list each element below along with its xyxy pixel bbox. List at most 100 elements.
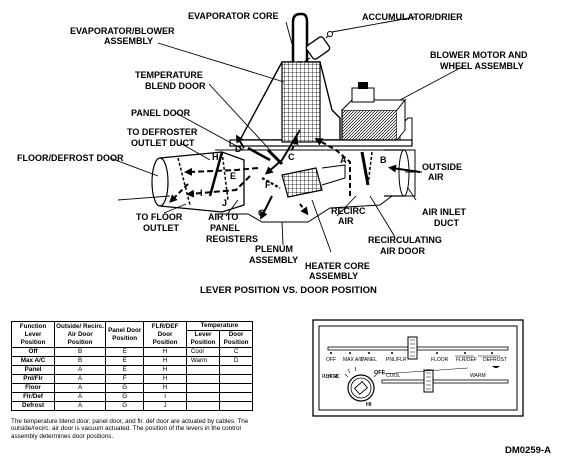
fn-label-defrost: DEFROST [483,357,507,363]
label-outside-air: OUTSIDE [422,162,462,172]
label-recirc-air-2: AIR [338,216,354,226]
cell-door [219,383,253,393]
door-letter-e: E [230,171,236,181]
cell-flrdef: I [143,392,187,402]
cell-function: Pnl/Flr [10,374,56,384]
cell-lever [185,365,221,375]
cell-panel: G [105,401,145,411]
col-header-temperature: Temperature [185,321,254,331]
section-title: LEVER POSITION VS. DOOR POSITION [200,285,377,296]
cell-panel: E [105,347,145,357]
cell-flrdef: J [143,401,187,411]
blower-speed-knob [344,366,378,402]
heater-core [281,164,346,198]
label-to-defroster-2: OUTLET DUCT [131,138,195,148]
cell-door [219,392,253,402]
door-letter-d: D [235,144,242,154]
label-plenum: PLENUM [255,244,293,254]
cell-flrdef: H [143,374,187,384]
label-blower-motor-2: WHEEL ASSEMBLY [440,61,524,71]
cell-panel: G [105,392,145,402]
door-letter-j: J [222,198,227,208]
cell-panel: F [105,374,145,384]
cell-door: C [219,347,253,357]
label-accumulator-drier: ACCUMULATOR/DRIER [362,12,463,22]
cell-door [219,365,253,375]
fn-label-panel: PANEL [361,357,377,363]
function-lever [407,336,418,360]
defrost-icon [492,366,500,368]
cell-outside: A [54,401,107,411]
cell-lever [185,383,221,393]
label-evaporator-blower-2: ASSEMBLY [104,36,153,46]
leader-lines [109,16,463,253]
label-panel-door: PANEL DOOR [131,108,191,118]
knob-label-off: OFF [374,370,386,376]
lever-door-position-table: Function Lever Position Outside/ Recirc.… [10,321,254,411]
label-heater-core-2: ASSEMBLY [309,271,358,281]
accumulator-drier [303,31,333,63]
blower-motor [341,82,407,141]
label-air-to-panel: AIR TO [208,212,238,222]
col-header-function: Function Lever Position [10,321,56,348]
fn-label-max-ac: MAX A/C [343,357,364,363]
knob-label-hi: HI [366,402,372,408]
label-to-floor-outlet: TO FLOOR [136,212,183,222]
label-recirc-air: RECIRC [331,206,366,216]
component-labels: EVAPORATOR CORE ACCUMULATOR/DRIER EVAPOR… [17,11,528,281]
cell-function: Defrost [10,401,56,411]
fn-label-off: OFF [326,357,336,363]
door-letter-i: I [200,188,203,198]
label-air-to-panel-2: PANEL [210,223,240,233]
col-header-panel-door: Panel Door Position [105,321,145,348]
cell-flrdef: H [143,383,187,393]
cell-flrdef: H [143,365,187,375]
cell-outside: A [54,392,107,402]
cell-door [219,401,253,411]
temp-label-cool: COOL [386,373,400,379]
cell-lever [185,392,221,402]
air-inlet-duct [384,149,410,197]
temperature-lever [423,369,434,393]
col-header-outside-recirc: Outside/ Recirc. Air Door Position [54,321,107,348]
label-evaporator-core: EVAPORATOR CORE [188,11,279,21]
cell-function: Panel [10,365,56,375]
label-outside-air-2: AIR [428,172,444,182]
cell-outside: B [54,356,107,366]
cell-panel: G [105,383,145,393]
door-letter-g: G [258,208,265,218]
recirculating-air-door [360,151,373,186]
label-air-inlet-duct: AIR INLET [422,207,467,217]
panel-door [247,146,281,189]
label-temperature-blend-2: BLEND DOOR [145,81,206,91]
table-row: Max A/C B E H Warm D [10,356,253,366]
push-for-ac-label: PUSH FOR A/C [322,374,340,380]
cell-outside: A [54,365,107,375]
cell-outside: A [54,383,107,393]
table-row: Off B E H Cool C [10,347,253,357]
cell-function: Max A/C [10,356,56,366]
col-header-flr-def: FLR/DEF Door Position [143,321,187,348]
cell-lever [185,401,221,411]
evaporator-core [281,61,321,143]
col-header-door-position: Door Position [219,330,253,348]
door-letter-a: A [340,155,347,165]
fn-label-pnl-flr: PNL/FLR [386,357,407,363]
door-letter-f: F [265,180,271,190]
door-letter-b: B [380,155,387,165]
label-blower-motor: BLOWER MOTOR AND [430,50,528,60]
label-floor-defrost-door: FLOOR/DEFROST DOOR [17,153,124,163]
figure-id: DM0259-A [505,445,551,456]
label-temperature-blend: TEMPERATURE [135,70,203,80]
col-header-lever-position: Lever Position [185,330,221,348]
cell-lever [185,374,221,384]
cell-panel: E [105,365,145,375]
cell-function: Flr/Def [10,392,56,402]
temp-label-warm: WARM [470,373,486,379]
table-row: Pnl/Flr A F H [10,374,253,384]
label-recirculating-air-door: RECIRCULATING [368,235,442,245]
door-letter-c: C [288,152,295,162]
refrigerant-tube [291,12,309,62]
fn-label-floor: FLOOR [431,357,449,363]
